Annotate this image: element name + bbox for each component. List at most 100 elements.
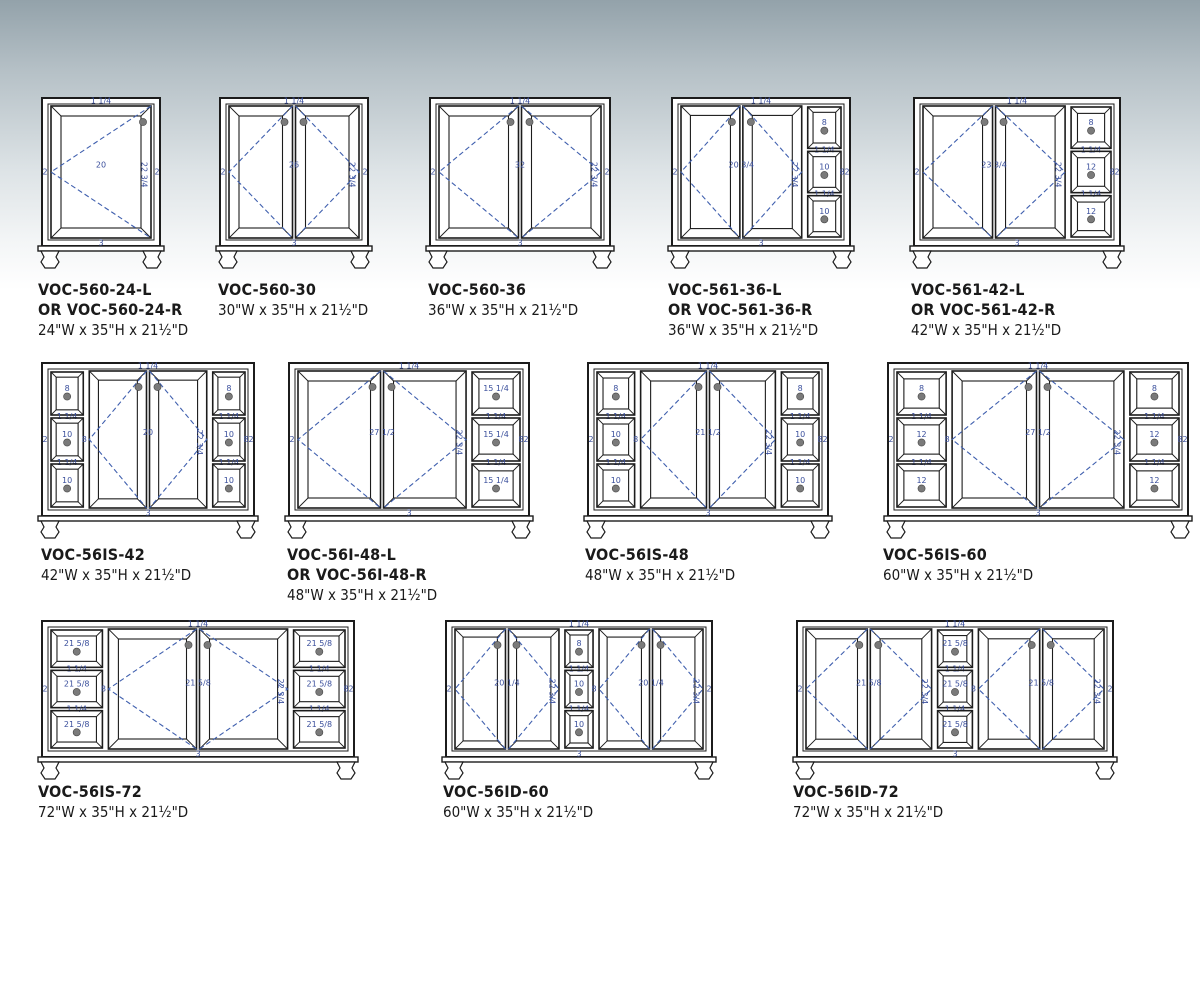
door-panel-inner <box>304 115 350 229</box>
drawer-rail-label: 1 1/4 <box>911 458 932 467</box>
drawer-front-bevel <box>50 463 57 470</box>
drawer-front-bevel <box>807 142 814 149</box>
door-panel-bevel <box>197 498 208 509</box>
drawer-front-inner <box>812 200 837 233</box>
drawer-front-inner <box>299 716 340 743</box>
drawer-front-inner <box>1136 470 1173 501</box>
door-swing-line <box>199 628 289 750</box>
door-panel-inner <box>307 380 372 499</box>
drawer-height-label: 12 <box>916 430 926 439</box>
drawer-front-bevel <box>938 463 947 472</box>
drawer-front-bevel <box>938 499 947 508</box>
door-swing-line <box>295 105 360 239</box>
drawer-front-bevel <box>512 417 521 426</box>
right-stile-label: 2 <box>154 168 159 177</box>
model-number: VOC-56I-48-L <box>287 545 396 564</box>
drawer-front-bevel <box>966 629 973 636</box>
knob-icon <box>224 484 233 493</box>
door-panel-outer <box>520 105 602 239</box>
cabinet-dimensions: 60"W x 35"H x 21½"D <box>883 566 1034 584</box>
drawer-front-bevel <box>1070 195 1078 203</box>
bottom-rail-label: 3 <box>517 239 522 248</box>
drawer-front-bevel <box>596 417 604 425</box>
drawer-front-bevel <box>896 499 905 508</box>
drawer-front-bevel <box>835 195 842 202</box>
cabinet-dimensions: 72"W x 35"H x 21½"D <box>38 803 189 821</box>
cabinet-base <box>441 756 717 763</box>
face-frame-opening <box>47 626 349 752</box>
drawer-rail-label: 1 1/4 <box>57 412 78 421</box>
bottom-rail-label: 3 <box>195 750 200 759</box>
knob-icon <box>134 383 143 391</box>
drawer-height-label: 12 <box>1149 430 1159 439</box>
drawer-front-inner <box>55 468 79 503</box>
drawer-front-inner <box>478 424 514 455</box>
left-stile-label: 2 <box>446 685 451 694</box>
cabinet-dimensions: 24"W x 35"H x 21½"D <box>38 321 189 339</box>
cabinet-foot <box>832 250 852 269</box>
drawer-front-bevel <box>96 629 103 637</box>
knob-icon <box>796 392 805 401</box>
drawer-front-inner <box>299 635 340 662</box>
drawer-front-inner <box>569 674 589 704</box>
drawer-height-label: 8 <box>65 384 70 393</box>
door-width-label: 32 <box>515 161 525 170</box>
drawer-side-label: 8 <box>633 435 638 444</box>
drawer-height-label: 21 5/8 <box>306 639 332 648</box>
drawer-front-outer <box>936 709 974 749</box>
drawer-front-bevel <box>628 371 635 379</box>
drawer-height-label: 21 5/8 <box>64 720 90 729</box>
drawer-front-bevel <box>812 500 820 508</box>
drawer-height-label: 10 <box>611 430 621 439</box>
drawer-front-bevel <box>338 661 346 668</box>
door-height-label: 22 3/4 <box>140 162 149 188</box>
knob-icon <box>611 392 620 401</box>
drawer-front-bevel <box>587 662 594 668</box>
drawer-height-label: 15 1/4 <box>483 430 509 439</box>
door-swing-line <box>1042 628 1105 750</box>
drawer-front-inner <box>903 378 940 409</box>
drawer-front-bevel <box>1171 453 1180 462</box>
drawer-front-outer <box>780 463 820 508</box>
door-swing-line <box>297 370 381 509</box>
cabinet-foot <box>444 761 464 780</box>
drawer-front-bevel <box>812 417 820 425</box>
drawer-height-label: 21 5/8 <box>306 680 332 689</box>
door-panel-bevel <box>598 740 608 750</box>
door-panel-inner <box>392 380 457 499</box>
door-swing-line <box>742 105 803 239</box>
drawer-front-bevel <box>471 463 480 472</box>
knob-icon <box>820 126 829 135</box>
drawer-front-bevel <box>596 371 604 379</box>
door-panel-bevel <box>50 227 62 239</box>
cabinet-foot <box>592 250 612 269</box>
top-rail-label: 1 1/4 <box>510 97 531 106</box>
drawer-front-bevel <box>212 463 219 470</box>
knob-icon <box>820 215 829 224</box>
drawer-front-bevel <box>293 741 300 749</box>
knob-icon <box>387 383 396 391</box>
drawer-front-bevel <box>587 710 594 716</box>
drawer-front-outer <box>596 463 636 508</box>
drawer-height-label: 8 <box>798 384 803 393</box>
drawer-front-bevel <box>338 741 346 749</box>
drawer-front-outer <box>1129 371 1180 416</box>
drawer-front-bevel <box>896 371 905 380</box>
drawer-front-inner <box>903 424 940 455</box>
drawer-front-bevel <box>564 629 571 636</box>
drawer-front-outer <box>780 371 820 416</box>
drawer-front-outer <box>564 709 594 749</box>
drawer-side-label: 8 <box>518 435 523 444</box>
drawer-rail-label: 1 1/4 <box>57 458 78 467</box>
cabinet-foot <box>336 761 356 780</box>
door-swing-line <box>521 105 602 239</box>
drawer-front-bevel <box>512 453 521 462</box>
drawer-front-outer <box>896 371 947 416</box>
door-height-label: 22 3/4 <box>920 679 929 705</box>
cabinet-foot <box>886 520 906 539</box>
door-panel-bevel <box>1113 497 1125 509</box>
knob-icon <box>139 118 147 126</box>
drawer-front-bevel <box>96 670 103 677</box>
cabinet-frame <box>887 362 1189 517</box>
